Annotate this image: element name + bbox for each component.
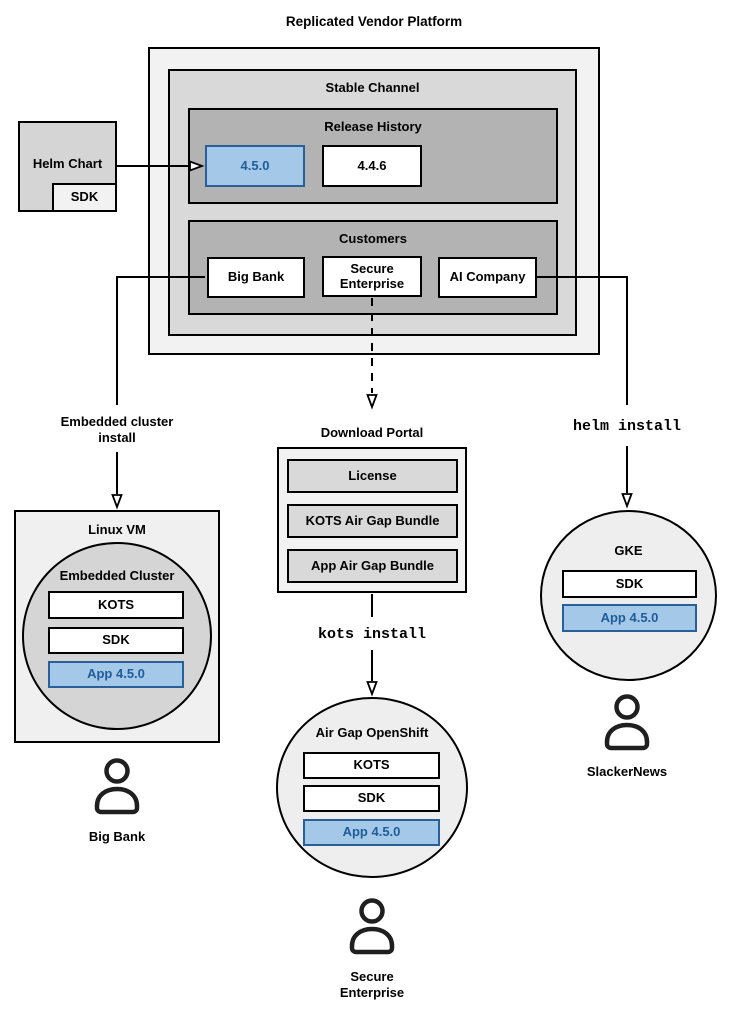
customer-big-bank-node: Big Bank	[207, 257, 305, 298]
arrowhead-into-linuxvm	[111, 494, 123, 510]
customers-title: Customers	[339, 231, 407, 246]
customer-ai-company-node: AI Company	[438, 257, 537, 298]
gke-title: GKE	[614, 543, 643, 558]
arrowhead-into-portal	[366, 394, 378, 410]
ec-app-node: App 4.5.0	[48, 661, 184, 688]
arrowhead-into-openshift	[366, 681, 378, 697]
arrowhead-into-gke	[621, 493, 633, 509]
portal-app-bundle-node: App Air Gap Bundle	[287, 549, 458, 583]
ec-sdk-node: SDK	[48, 627, 184, 654]
secure-enterprise-person-icon	[347, 898, 397, 956]
big-bank-person-icon	[92, 758, 142, 816]
os-kots-node: KOTS	[303, 752, 440, 779]
release-history-title: Release History	[324, 119, 422, 134]
helm-install-command: helm install	[572, 418, 682, 435]
helm-chart-sdk-node: SDK	[52, 183, 117, 212]
embedded-cluster-title: Embedded Cluster	[59, 568, 175, 583]
customer-secure-enterprise-node: Secure Enterprise	[322, 256, 422, 297]
gke-sdk-node: SDK	[562, 570, 697, 598]
slackernews-person-icon	[602, 694, 652, 752]
portal-license-node: License	[287, 459, 458, 493]
gke-app-node: App 4.5.0	[562, 604, 697, 632]
user-secure-enterprise-label: Secure Enterprise	[339, 969, 405, 1001]
os-app-node: App 4.5.0	[303, 819, 440, 846]
user-slackernews-label: SlackerNews	[586, 764, 668, 779]
os-sdk-node: SDK	[303, 785, 440, 812]
platform-title: Replicated Vendor Platform	[285, 14, 463, 29]
air-gap-openshift-title: Air Gap OpenShift	[315, 725, 429, 740]
stable-channel-title: Stable Channel	[325, 80, 420, 95]
user-big-bank-label: Big Bank	[88, 829, 146, 844]
helm-chart-label: Helm Chart	[32, 156, 103, 171]
release-450-node: 4.5.0	[205, 145, 305, 187]
ec-kots-node: KOTS	[48, 591, 184, 619]
portal-kots-bundle-node: KOTS Air Gap Bundle	[287, 504, 458, 538]
release-446-node: 4.4.6	[322, 145, 422, 187]
kots-install-command: kots install	[317, 626, 427, 643]
download-portal-title: Download Portal	[320, 425, 424, 440]
linux-vm-title: Linux VM	[88, 522, 146, 537]
embedded-cluster-install-label: Embedded cluster install	[60, 414, 174, 446]
